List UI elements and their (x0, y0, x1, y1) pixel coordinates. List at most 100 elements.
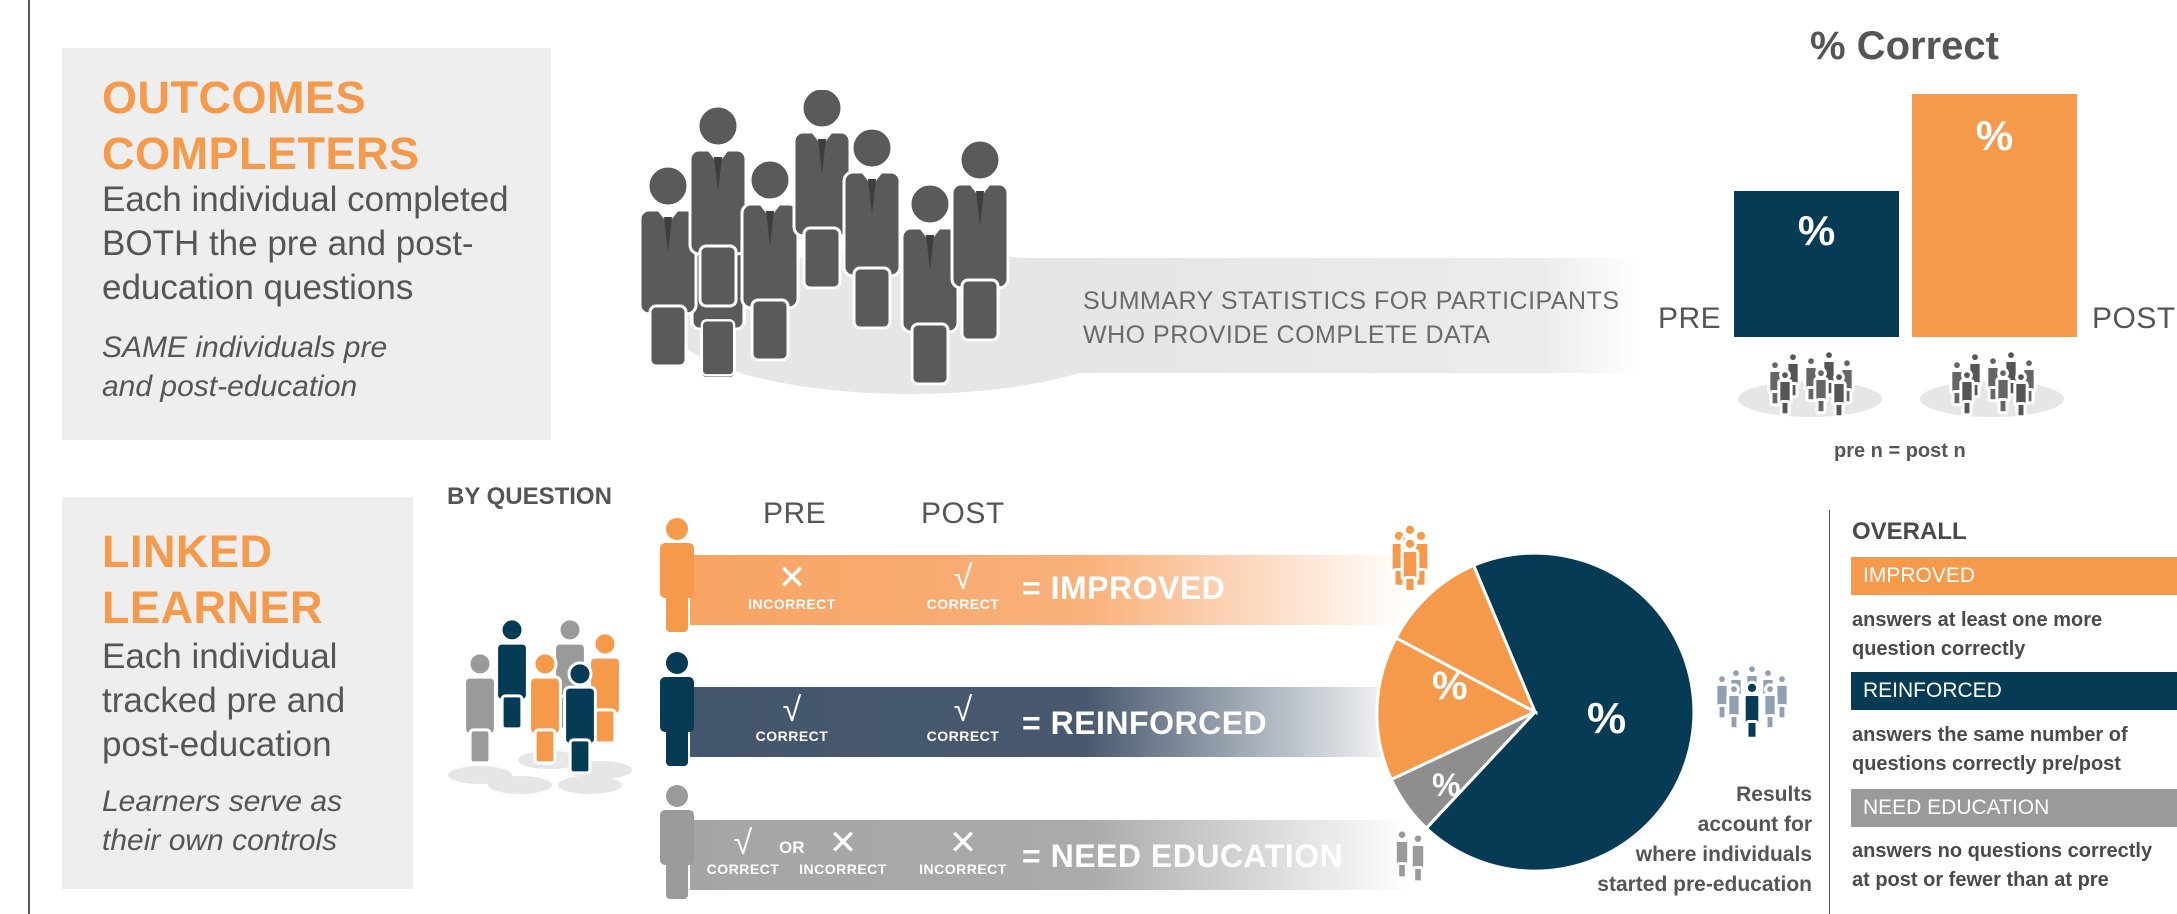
incorrect-icon: ✕ (948, 824, 978, 862)
outcomes-title-line1: OUTCOMES (102, 72, 367, 123)
person-icon (1393, 828, 1411, 880)
correct-icon: √ (953, 559, 973, 597)
person-icon (528, 651, 562, 765)
improved-result: = IMPROVED (1022, 570, 1226, 606)
reinforced-post-mark: √ CORRECT (913, 692, 1013, 744)
person-icon (1762, 683, 1778, 731)
need-person-icon (660, 785, 694, 899)
correct-chart-title: % Correct (1810, 24, 1999, 68)
legend-reinforced-desc-line1: answers the same number of (1852, 724, 2128, 746)
legend-reinforced-desc-line2: questions correctly pre/post (1852, 753, 2121, 775)
need-result: = NEED EDUCATION (1022, 838, 1344, 874)
pie-caption-line2: account for (1697, 813, 1812, 836)
correct-icon: √ (953, 691, 973, 729)
reinforced-pre-text: CORRECT (755, 728, 829, 744)
need-post-mark: ✕ INCORRECT (913, 825, 1013, 877)
linked-description: Each individual tracked pre and post-edu… (102, 637, 346, 764)
pie-reinforced-label: % (1587, 694, 1627, 743)
person-icon (2013, 371, 2029, 419)
or-text: OR (779, 838, 805, 857)
person-icon (792, 90, 852, 290)
linked-panel: LINKED LEARNER Each individual tracked p… (62, 497, 413, 889)
person-icon (950, 138, 1010, 342)
reinforced-person-icon (660, 652, 694, 766)
person-icon (1985, 355, 2001, 403)
person-icon (1813, 367, 1829, 415)
pie-caption-line4: started pre-education (1597, 873, 1812, 896)
pie-caption-line3: where individuals (1635, 843, 1812, 866)
legend-improved: IMPROVED (1851, 557, 2177, 595)
improved-post-text: CORRECT (926, 596, 1000, 612)
linked-title-line1: LINKED (102, 526, 273, 577)
summary-line2: WHO PROVIDE COMPLETE DATA (1083, 321, 1491, 349)
legend-reinforced: REINFORCED (1851, 672, 2177, 710)
outcomes-title: OUTCOMES COMPLETERS (102, 70, 420, 182)
person-icon (740, 158, 800, 362)
correct-icon: √ (733, 824, 753, 862)
overall-divider (1829, 510, 1830, 914)
improved-group-icon (1389, 522, 1431, 590)
post-label: POST (2092, 302, 2176, 335)
improved-band (690, 555, 1410, 625)
need-post-text: INCORRECT (919, 861, 1007, 877)
pie-caption-line1: Results (1736, 783, 1812, 806)
legend-need-desc-line1: answers no questions correctly (1852, 840, 2153, 862)
pie-slice-need (1389, 710, 1537, 831)
person-icon (638, 164, 698, 368)
person-icon (1714, 673, 1730, 721)
by-question-heading: BY QUESTION (447, 483, 612, 510)
summary-line1: SUMMARY STATISTICS FOR PARTICIPANTS (1083, 287, 1620, 315)
incorrect-icon: ✕ (777, 559, 807, 597)
pre-label: PRE (1658, 302, 1722, 335)
chart-footnote: pre n = post n (1834, 440, 1966, 462)
linked-crowd-graphic (448, 617, 632, 794)
post-bar-label: % (1975, 112, 2014, 159)
person-icon (1831, 371, 1847, 419)
outcomes-title-line2: COMPLETERS (102, 128, 420, 179)
need-pre-text-b: INCORRECT (799, 861, 887, 877)
improved-pre-mark: ✕ INCORRECT (742, 560, 842, 612)
pie-need-label: % (1432, 767, 1461, 803)
outcomes-description: Each individual completed BOTH the pre a… (102, 180, 509, 307)
need-pre-text-a: CORRECT (706, 861, 780, 877)
person-icon (1959, 369, 1975, 417)
legend-improved-desc-line2: question correctly (1852, 638, 2026, 660)
legend-need-desc: answers no questions correctly at post o… (1852, 837, 2152, 895)
pie-slice-reinforced (1424, 552, 1695, 872)
correct-icon: √ (782, 691, 802, 729)
person-icon (1777, 369, 1793, 417)
linked-note: Learners serve as their own controls (102, 785, 343, 857)
left-divider (28, 0, 30, 914)
person-icon (495, 617, 529, 731)
person-icon (900, 182, 960, 386)
need-pre-mark-a: √ CORRECT (700, 825, 786, 877)
improved-pre-text: INCORRECT (748, 596, 836, 612)
overall-heading: OVERALL (1852, 518, 1967, 545)
pie-caption: Results account for where individuals st… (1560, 780, 1812, 900)
linked-title-line2: LEARNER (102, 582, 324, 633)
person-icon (1400, 536, 1420, 590)
pre-bar: % (1734, 191, 1899, 337)
person-icon (563, 661, 597, 775)
post-group-icon (1920, 349, 2064, 419)
reinforced-post-text: CORRECT (926, 728, 1000, 744)
need-band (690, 820, 1410, 890)
reinforced-band (690, 687, 1410, 757)
legend-reinforced-desc: answers the same number of questions cor… (1852, 721, 2128, 779)
legend-need-desc-line2: at post or fewer than at pre (1852, 869, 2109, 891)
person-icon (1967, 351, 1983, 399)
person-icon (688, 104, 748, 308)
improved-post-mark: √ CORRECT (913, 560, 1013, 612)
outcomes-note: SAME individuals pre and post-education (102, 331, 388, 403)
person-icon (1742, 680, 1762, 740)
person-icon (463, 651, 497, 765)
completers-people (638, 90, 1010, 386)
pre-group-icon (1738, 349, 1882, 419)
legend-need: NEED EDUCATION (1851, 789, 2177, 827)
reinforced-result: = REINFORCED (1022, 705, 1268, 741)
linked-title: LINKED LEARNER (102, 524, 323, 636)
legend-improved-desc-line1: answers at least one more (1852, 609, 2103, 631)
outcome-pie-chart (1375, 552, 1695, 872)
incorrect-icon: ✕ (828, 824, 858, 862)
pie-slice-improved-2 (1375, 635, 1539, 782)
